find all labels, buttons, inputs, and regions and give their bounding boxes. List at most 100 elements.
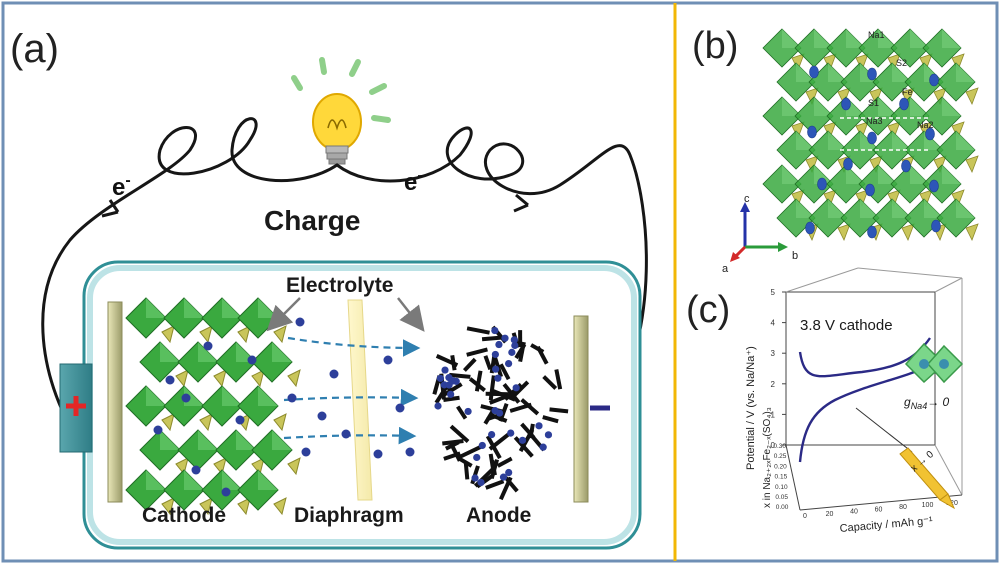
axis-a-label: a [722, 263, 729, 275]
y-axis-label: Potential / V (vs. Na/Na⁺) [745, 346, 757, 470]
tetrahedron [287, 369, 301, 388]
cathode-voltage-label: 3.8 V cathode [800, 317, 893, 334]
sodium-ion [492, 365, 500, 373]
octahedron-face [160, 430, 180, 450]
graphite-flake [483, 355, 493, 371]
octahedron-face [222, 470, 242, 490]
sodium-ion [518, 436, 527, 444]
x-tick-label: 80 [899, 504, 907, 511]
atom-label-s1: S1 [868, 98, 879, 108]
graphite-flake [490, 459, 497, 476]
cathode-label: Cathode [142, 504, 226, 527]
graphite-flake [481, 335, 503, 342]
graphite-flake [458, 444, 484, 460]
sodium-ion [405, 447, 415, 457]
y-tick-label: 5 [771, 288, 776, 297]
sodium-ion [809, 65, 819, 79]
graphite-flake [514, 343, 527, 360]
sodium-ion [181, 393, 191, 403]
z-tick-label: 0.30 [773, 443, 786, 450]
tetrahedron [869, 155, 883, 173]
graphite-flake [542, 375, 558, 390]
anode-graphite [432, 325, 569, 501]
sodium-ion [436, 374, 444, 382]
graphite-flake [443, 395, 460, 402]
sodium-ion [395, 403, 405, 413]
sodium-ion [235, 415, 245, 425]
octahedron-face [796, 131, 815, 150]
sodium-ion [929, 179, 939, 193]
tetrahedron [837, 87, 851, 105]
tetrahedron [175, 457, 189, 476]
graphite-flake [499, 363, 511, 381]
sodium-ion [494, 374, 502, 382]
sodium-ion [473, 453, 481, 462]
sodium-ion [512, 384, 520, 392]
graphite-flake [456, 405, 468, 420]
tetrahedron [965, 155, 979, 173]
octahedron-face [878, 29, 897, 48]
sodium-ion [153, 425, 163, 435]
panel-a: (a) e- e- Charge [10, 27, 648, 550]
graphite-flake [488, 375, 496, 401]
sodium-ion [491, 350, 499, 359]
graphite-flake [498, 403, 509, 422]
z-tick-label: 0.10 [775, 484, 788, 491]
octahedron-face [892, 131, 911, 150]
sodium-ion [491, 406, 499, 415]
octahedron-face [146, 470, 166, 490]
sodium-ion [901, 159, 911, 173]
octahedron-face [814, 165, 833, 184]
sodium-ion [383, 355, 393, 365]
graphite-flake [443, 451, 461, 461]
octahedron-face [146, 386, 166, 406]
electron-arrow-right [513, 193, 529, 213]
sodium-ion [807, 125, 817, 139]
panel-b-label: (b) [692, 25, 738, 67]
octahedron-face [828, 199, 847, 218]
graphite-flake [466, 347, 488, 357]
octahedron-face [198, 430, 218, 450]
octahedron-face [956, 131, 975, 150]
tetrahedron [933, 87, 947, 105]
tetrahedron [837, 223, 851, 241]
octahedron-face [846, 29, 865, 48]
sodium-ion [931, 219, 941, 233]
sodium-ion [301, 447, 311, 457]
tetrahedron [213, 369, 227, 388]
sodium-ion [544, 431, 553, 439]
tetrahedron [161, 497, 175, 516]
sodium-ion [539, 443, 547, 451]
octahedron-face [942, 165, 961, 184]
plot-box [785, 267, 963, 511]
octahedron-face [814, 97, 833, 116]
sodium-ion [501, 334, 509, 342]
sodium-ion [925, 127, 935, 141]
octahedron-face [184, 298, 204, 318]
graphite-flake [549, 407, 569, 414]
sodium-ion [203, 341, 213, 351]
x-tick-label: 0 [803, 513, 807, 520]
sodium-ion [464, 407, 472, 416]
graphite-flake [503, 475, 519, 493]
axes-triad: c b a [722, 193, 798, 275]
octahedron-face [910, 97, 929, 116]
charge-label: Charge [264, 205, 360, 236]
octahedron-face [782, 165, 801, 184]
octahedron-face [828, 131, 847, 150]
octahedron-face [160, 342, 180, 362]
diaphragm-sheet [347, 299, 373, 501]
tetrahedron [213, 457, 227, 476]
octahedron-face [892, 63, 911, 82]
sodium-ion [505, 468, 513, 477]
sodium-ion [471, 474, 479, 482]
graphite-flake [554, 369, 563, 390]
octahedron-face [956, 199, 975, 218]
sodium-ion [491, 326, 499, 335]
tetrahedron [199, 325, 213, 344]
graphite-flake [449, 424, 470, 443]
graphite-flake [488, 431, 511, 451]
